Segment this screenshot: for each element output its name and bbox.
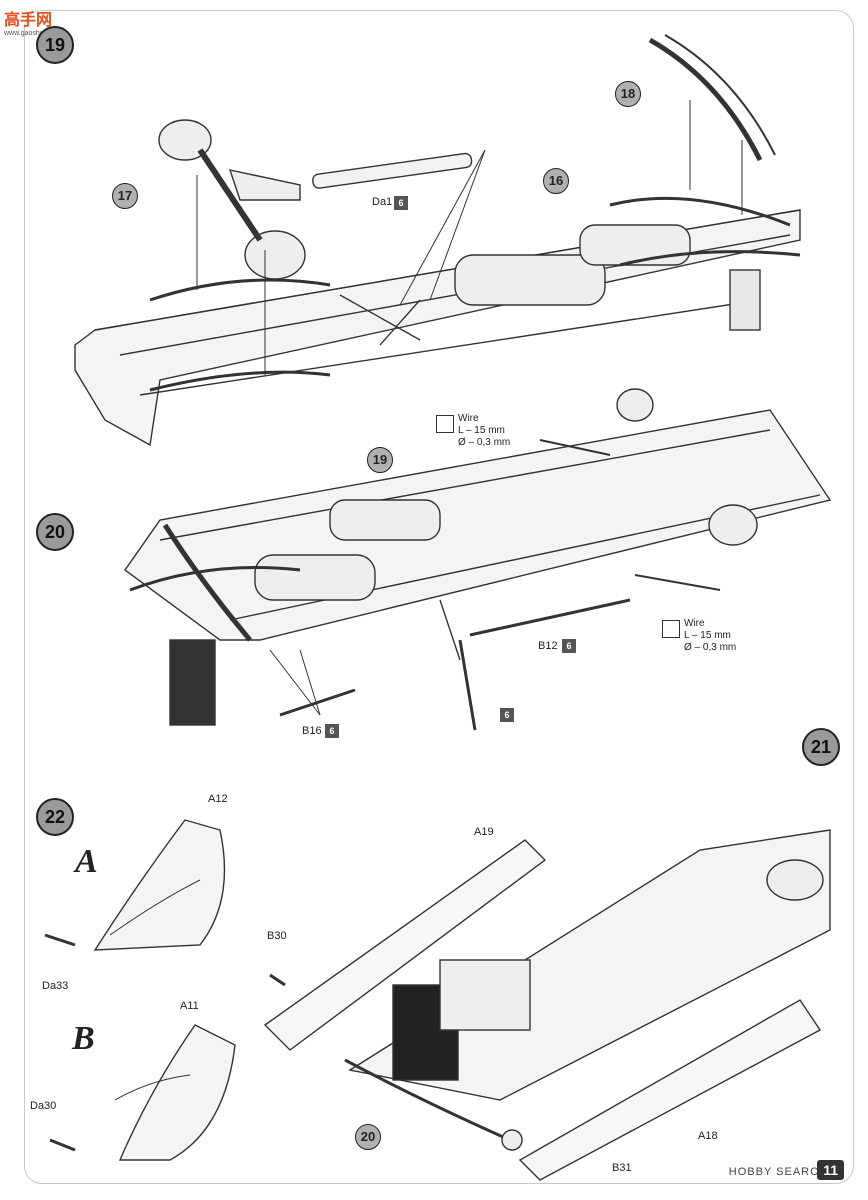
callout-20: 20 [355, 1124, 381, 1150]
watermark-logo: 高手网 www.gaoshou.com [4, 6, 63, 37]
step-number-22: 22 [36, 798, 74, 836]
rear-axle-drawing [158, 119, 473, 280]
part-b30: B30 [267, 930, 287, 942]
wire-label: Wire [684, 618, 705, 629]
paint-code-da1: 6 [394, 196, 408, 210]
front-spring-drawing [648, 34, 776, 162]
page-number: 11 [817, 1160, 844, 1180]
callout-19: 19 [367, 447, 393, 473]
part-da1: Da1 [372, 196, 393, 208]
step-number-20: 20 [36, 513, 74, 551]
wire-icon [662, 620, 680, 638]
hobby-search-watermark: HOBBY SEARCH [728, 1166, 828, 1178]
wire-length: L – 15 mm [458, 425, 505, 436]
part-a11: A11 [180, 1000, 199, 1012]
paint-code-b16: 6 [325, 724, 339, 738]
wire-note-top: Wire L – 15 mm Ø – 0,3 mm [436, 413, 511, 449]
watermark-site: 高手网 [4, 12, 53, 29]
part-da30: Da30 [30, 1100, 57, 1112]
callout-16: 16 [543, 168, 569, 194]
callout-17: 17 [112, 183, 138, 209]
step19-chassis-drawing [74, 196, 801, 447]
wire-length: L – 15 mm [684, 630, 731, 641]
step22-chassis-drawing [263, 829, 831, 1181]
fender-b-drawing [49, 1024, 236, 1161]
part-a18: A18 [698, 1130, 718, 1142]
wire-icon [436, 415, 454, 433]
part-a12: A12 [208, 793, 228, 805]
step20-chassis-drawing [124, 388, 832, 731]
wire-label: Wire [458, 413, 479, 424]
wire-diameter: Ø – 0,3 mm [458, 437, 511, 448]
fender-a-drawing [44, 819, 226, 951]
paint-code-lever: 6 [500, 708, 514, 722]
callout-18: 18 [615, 81, 641, 107]
part-b16: B16 [302, 725, 322, 737]
step-number-21: 21 [802, 728, 840, 766]
paint-code-b12: 6 [562, 639, 576, 653]
substep-a: A [75, 843, 98, 880]
wire-note-bottom: Wire L – 15 mm Ø – 0,3 mm [662, 618, 737, 654]
watermark-url: www.gaoshou.com [4, 30, 63, 37]
part-b12: B12 [538, 640, 558, 652]
part-a19: A19 [474, 826, 494, 838]
substep-b: B [72, 1020, 95, 1057]
step-number-19: 19 [36, 26, 74, 64]
wire-diameter: Ø – 0,3 mm [684, 642, 737, 653]
page-frame [24, 10, 854, 1184]
part-da33: Da33 [42, 980, 69, 992]
part-b31: B31 [612, 1162, 632, 1174]
